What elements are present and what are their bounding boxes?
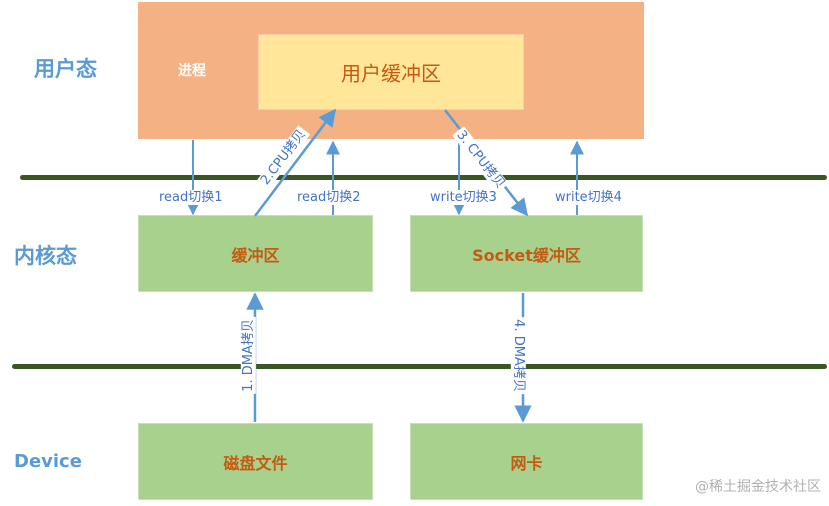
nic-label: 网卡 [510, 453, 543, 473]
user-kernel-divider [20, 175, 827, 180]
socket-buffer-box: Socket缓冲区 [410, 215, 643, 292]
edge-label-write-switch-4: write切换4 [553, 190, 624, 205]
edge-label-read-switch-2: read切换2 [295, 190, 363, 205]
edge-label-dma-copy-1: 1. DMA拷贝 [240, 317, 256, 394]
process-box: 进程 用户缓冲区 [138, 2, 644, 139]
arrow-cpu-copy-2 [254, 108, 337, 217]
layer-label-kernel: 内核态 [14, 244, 77, 268]
watermark: @稀土掘金技术社区 [695, 479, 821, 495]
edge-label-dma-copy-4: 4. DMA拷贝 [510, 317, 526, 394]
kernel-buffer-label: 缓冲区 [231, 245, 280, 265]
process-label: 进程 [178, 63, 206, 79]
layer-label-device: Device [14, 451, 82, 472]
disk-file-box: 磁盘文件 [138, 423, 373, 500]
layer-label-user: 用户态 [34, 57, 97, 81]
user-buffer-label: 用户缓冲区 [341, 61, 441, 86]
edge-label-read-switch-1: read切换1 [157, 190, 225, 205]
disk-file-label: 磁盘文件 [223, 453, 288, 473]
user-buffer-box: 用户缓冲区 [258, 34, 524, 110]
edge-label-write-switch-3: write切换3 [428, 190, 499, 205]
socket-buffer-label: Socket缓冲区 [472, 245, 581, 265]
kernel-device-divider [12, 364, 827, 369]
nic-box: 网卡 [410, 423, 643, 500]
kernel-buffer-box: 缓冲区 [138, 215, 373, 292]
